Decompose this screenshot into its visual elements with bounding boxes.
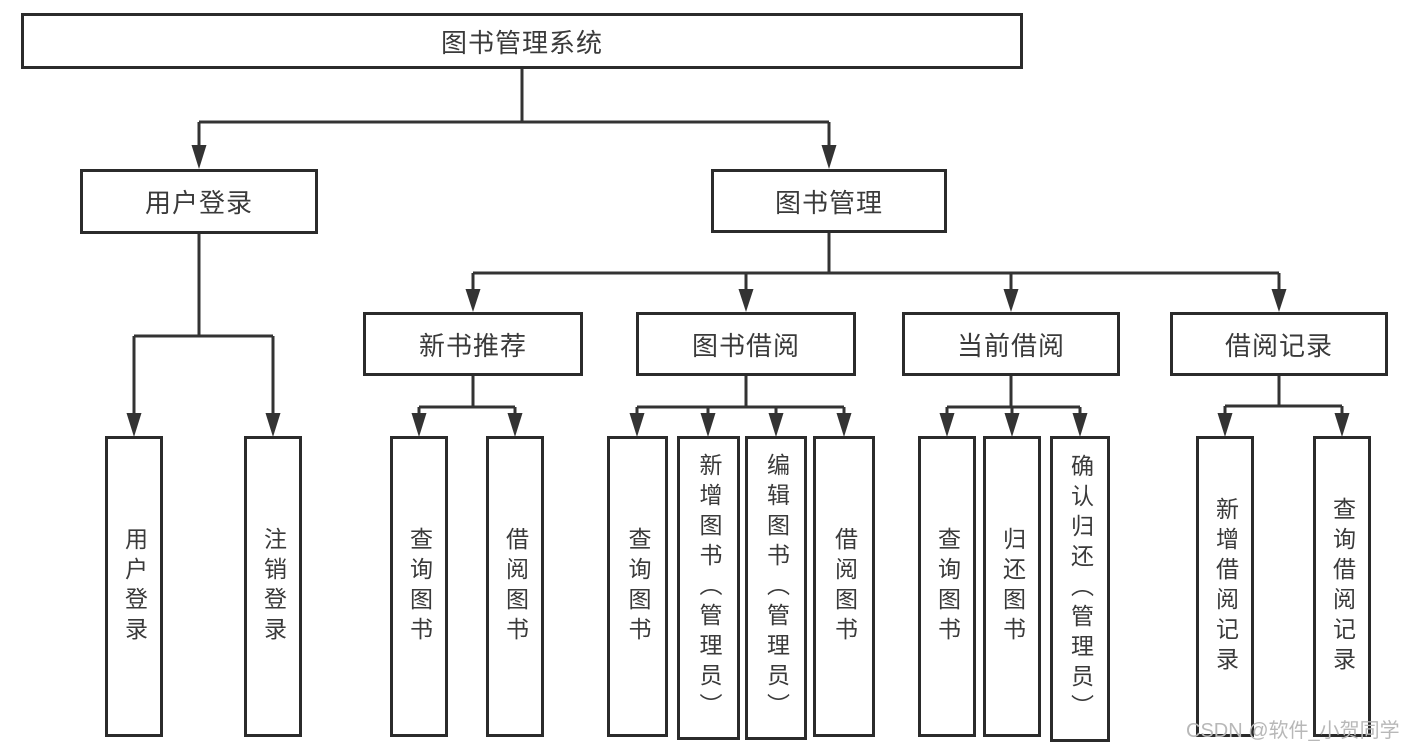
node-borrow-books-leaf-label: 借阅图书 [831,526,858,647]
node-query-borrow-record-label: 查询借阅记录 [1329,496,1356,677]
csdn-watermark: CSDN @软件_小贺同学 [1186,720,1400,742]
node-user-login: 用户登录 [80,169,318,234]
node-query-books-recommend: 查询图书 [390,436,448,737]
node-borrow-books-recommend: 借阅图书 [486,436,544,737]
node-book-management-label: 图书管理 [774,187,883,218]
node-borrow-records: 借阅记录 [1170,312,1388,376]
node-edit-book-admin-label: 编辑图书（管理员） [763,453,790,723]
node-library-system-label: 图书管理系统 [440,27,603,58]
node-logout-leaf-label: 注销登录 [260,526,287,647]
node-current-borrow-label: 当前借阅 [956,330,1065,361]
node-user-login-label: 用户登录 [144,188,253,218]
node-query-books-current: 查询图书 [918,436,976,737]
node-user-login-leaf: 用户登录 [105,436,163,737]
node-new-book-recommend-label: 新书推荐 [418,330,527,361]
node-query-books-borrow-label: 查询图书 [625,526,651,647]
node-current-borrow: 当前借阅 [902,312,1120,376]
node-book-management: 图书管理 [711,169,947,233]
node-query-borrow-record: 查询借阅记录 [1313,436,1371,737]
node-logout-leaf: 注销登录 [244,436,302,737]
node-book-borrow: 图书借阅 [636,312,856,376]
node-edit-book-admin: 编辑图书（管理员） [745,436,807,740]
node-confirm-return-admin-label: 确认归还（管理员） [1067,454,1094,724]
node-query-books-borrow: 查询图书 [607,436,668,737]
node-add-borrow-record-label: 新增借阅记录 [1212,496,1239,677]
node-add-book-admin: 新增图书（管理员） [677,436,740,740]
node-add-borrow-record: 新增借阅记录 [1196,436,1254,737]
node-user-login-leaf-label: 用户登录 [121,526,148,647]
node-book-borrow-label: 图书借阅 [691,330,800,361]
node-borrow-books-recommend-label: 借阅图书 [502,526,529,647]
node-new-book-recommend: 新书推荐 [363,312,583,376]
node-return-book-label: 归还图书 [999,526,1026,647]
node-return-book: 归还图书 [983,436,1041,737]
node-borrow-records-label: 借阅记录 [1224,330,1333,361]
node-confirm-return-admin: 确认归还（管理员） [1050,436,1110,742]
node-library-system: 图书管理系统 [21,13,1023,69]
node-add-book-admin-label: 新增图书（管理员） [696,453,722,723]
node-borrow-books-leaf: 借阅图书 [813,436,875,737]
node-query-books-recommend-label: 查询图书 [406,526,433,647]
node-query-books-current-label: 查询图书 [934,526,961,647]
